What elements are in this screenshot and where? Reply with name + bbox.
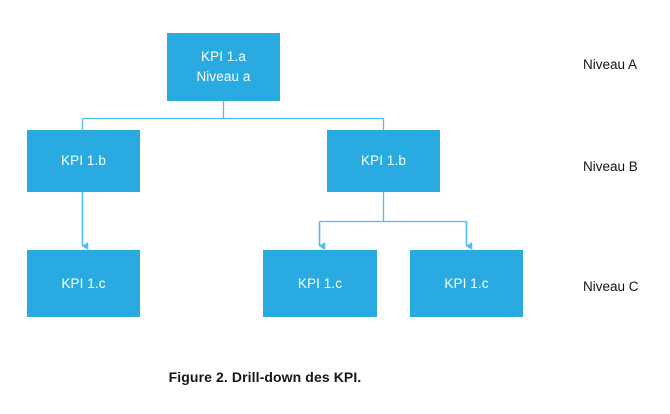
node-kpi-1c-middle-label: KPI 1.c [297,275,343,291]
node-kpi-1b-right-label: KPI 1.b [361,153,406,169]
node-kpi-1a-label-line1: KPI 1.a [201,49,246,65]
level-label-niveau-c: Niveau C [583,279,639,294]
level-label-niveau-a: Niveau A [583,57,638,72]
node-kpi-1a[interactable]: KPI 1.a Niveau a [167,33,280,101]
node-kpi-1c-left[interactable]: KPI 1.c [27,250,140,317]
node-kpi-1c-right-label: KPI 1.c [444,275,489,291]
node-kpi-1b-left[interactable]: KPI 1.b [27,130,140,192]
node-kpi-1c-middle[interactable]: KPI 1.c [263,250,377,317]
node-kpi-1b-left-label: KPI 1.b [61,153,106,169]
level-label-niveau-b: Niveau B [583,159,638,174]
figure-caption: Figure 2. Drill-down des KPI. [168,369,362,385]
node-kpi-1a-label-line2: Niveau a [196,69,251,84]
node-kpi-1c-left-label: KPI 1.c [61,275,106,291]
node-kpi-1b-right[interactable]: KPI 1.b [327,130,440,192]
node-kpi-1c-right[interactable]: KPI 1.c [410,250,523,317]
